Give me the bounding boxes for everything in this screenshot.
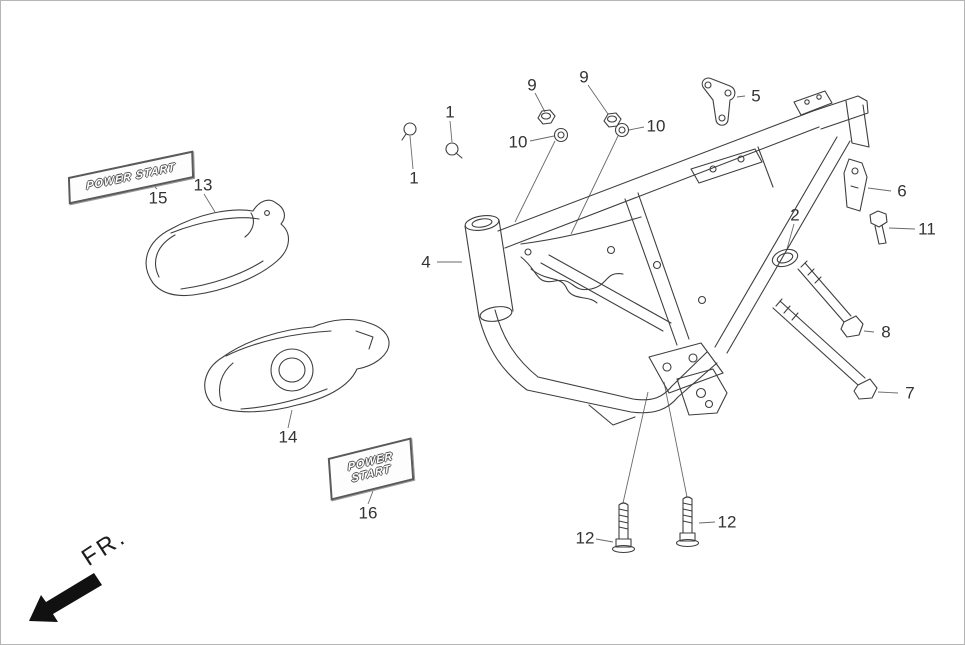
- clip-1a: [445, 142, 463, 159]
- part-callout-6: 6: [897, 181, 907, 201]
- grommet-2: [771, 248, 799, 268]
- bolt-12b: [675, 496, 700, 548]
- part-callout-14: 14: [278, 427, 298, 447]
- fr-arrow-icon: [29, 573, 102, 622]
- side-cover-14: [204, 318, 390, 413]
- part-callout-9: 9: [579, 67, 589, 87]
- nut-9b: [603, 112, 622, 128]
- clip-1b: [401, 122, 417, 141]
- part-callout-10: 10: [508, 132, 528, 152]
- part-callout-7: 7: [905, 383, 915, 403]
- part-callout-11: 11: [918, 219, 936, 239]
- bolt-12a: [611, 502, 636, 554]
- leader-lines: [150, 84, 916, 543]
- part-callout-15: 15: [148, 188, 168, 208]
- part-callout-9: 9: [527, 75, 537, 95]
- part-callout-16: 16: [358, 503, 378, 523]
- part-callout-5: 5: [751, 86, 761, 106]
- bracket-6: [843, 158, 868, 212]
- bolt-7: [772, 298, 878, 400]
- washer-10b: [614, 122, 630, 138]
- part-callout-12: 12: [717, 512, 737, 532]
- nut-9a: [537, 109, 556, 125]
- frame-assembly: [464, 90, 870, 426]
- part-callout-10: 10: [646, 116, 666, 136]
- side-cover-13: [145, 199, 289, 297]
- part-callout-13: 13: [193, 175, 213, 195]
- part-callout-8: 8: [881, 322, 891, 342]
- part-callout-2: 2: [790, 205, 800, 225]
- washer-10a: [553, 127, 569, 143]
- part-callout-4: 4: [421, 252, 431, 272]
- bolt-11: [869, 210, 888, 245]
- part-callout-1: 1: [409, 168, 419, 188]
- part-callout-12: 12: [575, 528, 595, 548]
- part-callout-1: 1: [445, 102, 455, 122]
- bolt-8: [797, 260, 864, 338]
- bracket-5: [701, 77, 736, 126]
